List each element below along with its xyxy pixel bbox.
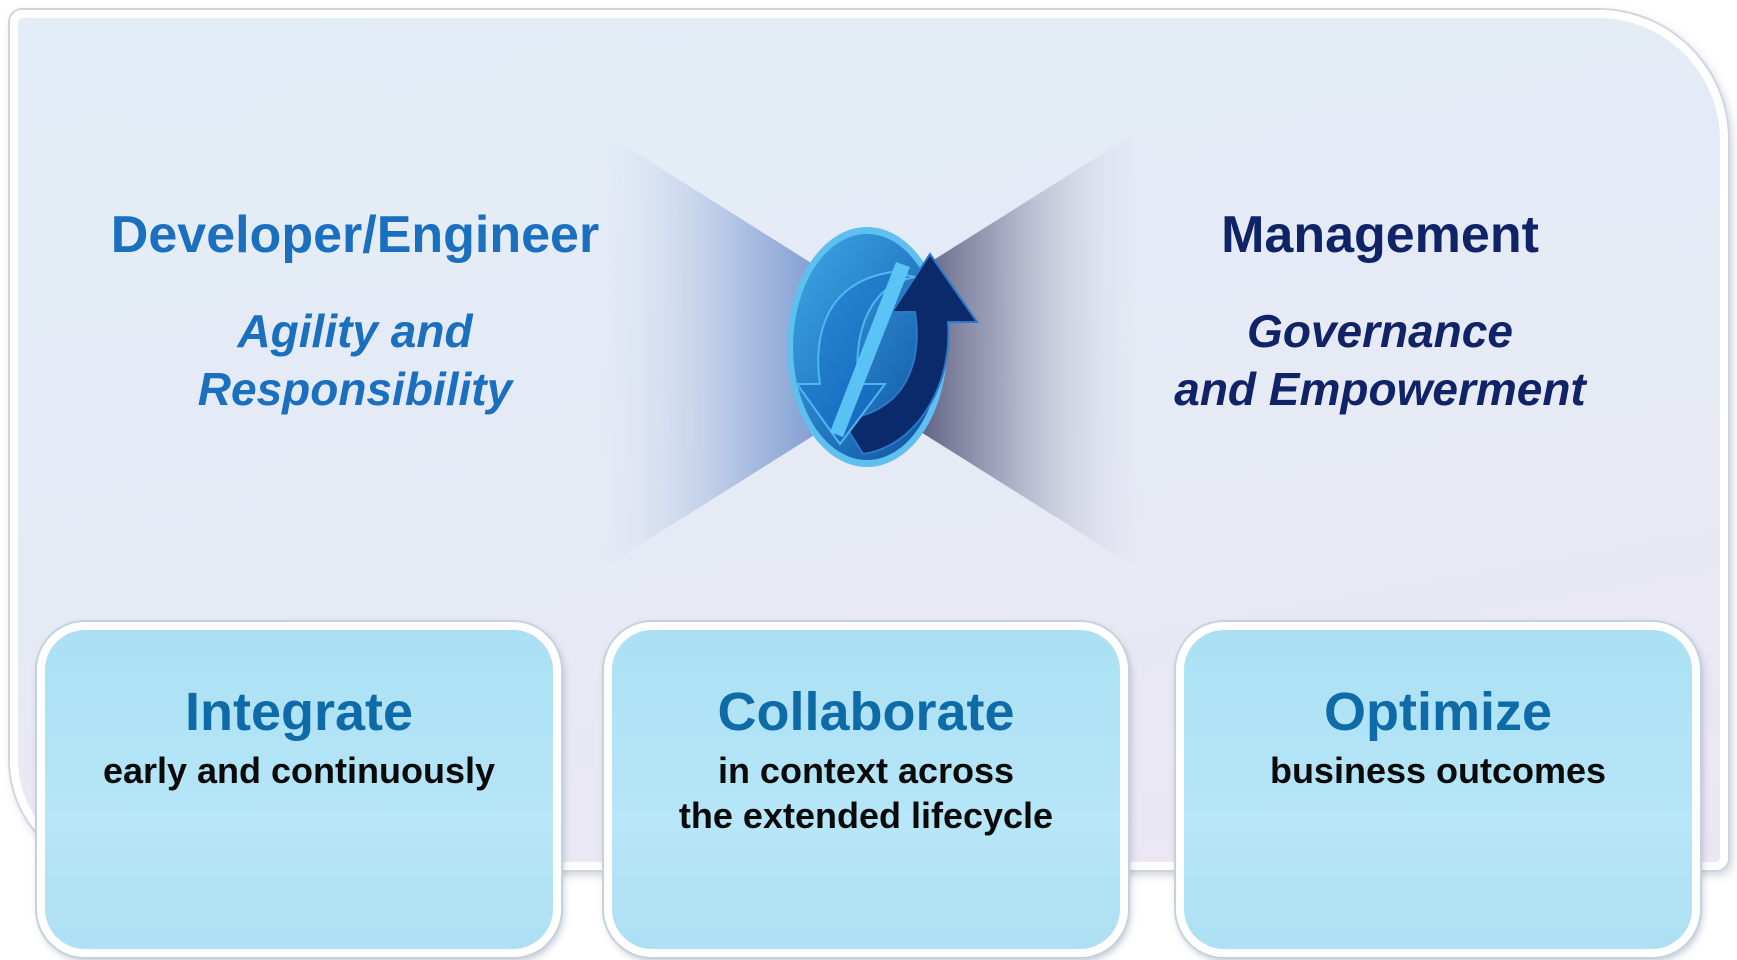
optimize-title: Optimize (1323, 682, 1553, 742)
integrate-line: early and continuously (102, 750, 496, 791)
integrate-title: Integrate (184, 682, 414, 742)
developer-subtitle: Agility and Responsibility (100, 302, 610, 418)
optimize-line: business outcomes (1269, 750, 1607, 791)
developer-title: Developer/Engineer (110, 206, 600, 264)
developer-subtitle-line: Agility and (237, 305, 473, 357)
collaborate-title: Collaborate (717, 682, 1015, 742)
left-arrow (795, 270, 916, 446)
bowtie-graphic (600, 130, 1140, 570)
management-title: Management (1221, 206, 1539, 264)
right-arrow (840, 252, 979, 456)
cycle-arrows-icon (787, 227, 979, 467)
management-subtitle: Governance and Empowerment (1130, 302, 1630, 418)
management-subtitle-line: and Empowerment (1174, 363, 1586, 415)
bowtie-right-wing (870, 130, 1140, 570)
integrate-card: Integrate early and continuously (37, 622, 561, 957)
developer-subtitle-line: Responsibility (197, 363, 513, 415)
collaborate-line: the extended lifecycle (678, 795, 1054, 836)
optimize-card: Optimize business outcomes (1176, 622, 1700, 957)
collaborate-card: Collaborate in context across the extend… (604, 622, 1128, 957)
management-subtitle-line: Governance (1247, 305, 1513, 357)
center-streak (830, 262, 910, 437)
collaborate-line: in context across (717, 750, 1015, 791)
bowtie-left-wing (600, 130, 870, 570)
